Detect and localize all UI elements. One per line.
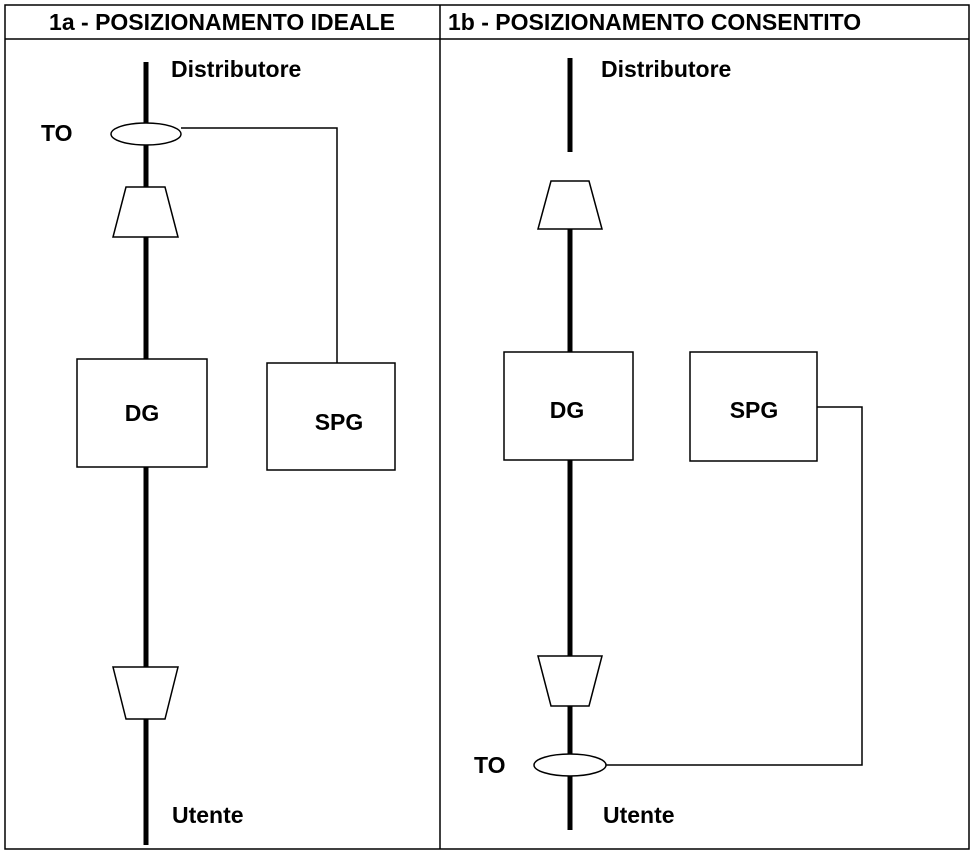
panel-1b-lower-terminal-icon [537, 655, 603, 707]
panel-1a-toroid-label: TO [41, 120, 73, 146]
panel-1a-dg-box [76, 358, 208, 468]
panel-1b-title: 1b - POSIZIONAMENTO CONSENTITO [448, 9, 862, 35]
panel-1b-spg-box [689, 351, 818, 462]
panel-1a-toroid-sensor-icon [110, 122, 182, 146]
table-header-row: 1a - POSIZIONAMENTO IDEALE 1b - POSIZION… [6, 5, 970, 39]
panel-1a-diagram: TO DG SPG Distributore Utente [41, 56, 396, 845]
panel-1a-title: 1a - POSIZIONAMENTO IDEALE [49, 9, 395, 35]
panel-1b-signal-wire [606, 406, 863, 766]
panel-1b-upper-terminal-icon [537, 180, 603, 230]
panel-1b-dg-box [503, 351, 634, 461]
panel-1b-distributore-label: Distributore [601, 56, 731, 82]
panel-1a-dg-label: DG [125, 400, 160, 426]
panel-1a-spg-box [266, 362, 396, 471]
panel-1a-distributore-label: Distributore [171, 56, 301, 82]
panel-1b-toroid-sensor-icon [533, 753, 607, 777]
panel-1b-spg-label: SPG [730, 397, 779, 423]
panel-1b-utente-label: Utente [603, 802, 675, 828]
table-border [4, 4, 970, 850]
panel-1b-dg-label: DG [550, 397, 585, 423]
table-grid [4, 4, 970, 850]
panel-1b-toroid-label: TO [474, 752, 506, 778]
panel-1a-utente-label: Utente [172, 802, 244, 828]
panel-1b-diagram: DG SPG TO Distributore Utente [474, 56, 863, 830]
panel-1a-spg-label: SPG [315, 409, 364, 435]
panel-1a-signal-wire [181, 127, 338, 363]
panel-1a-lower-terminal-icon [112, 666, 179, 720]
panel-1a-upper-terminal-icon [112, 186, 179, 238]
